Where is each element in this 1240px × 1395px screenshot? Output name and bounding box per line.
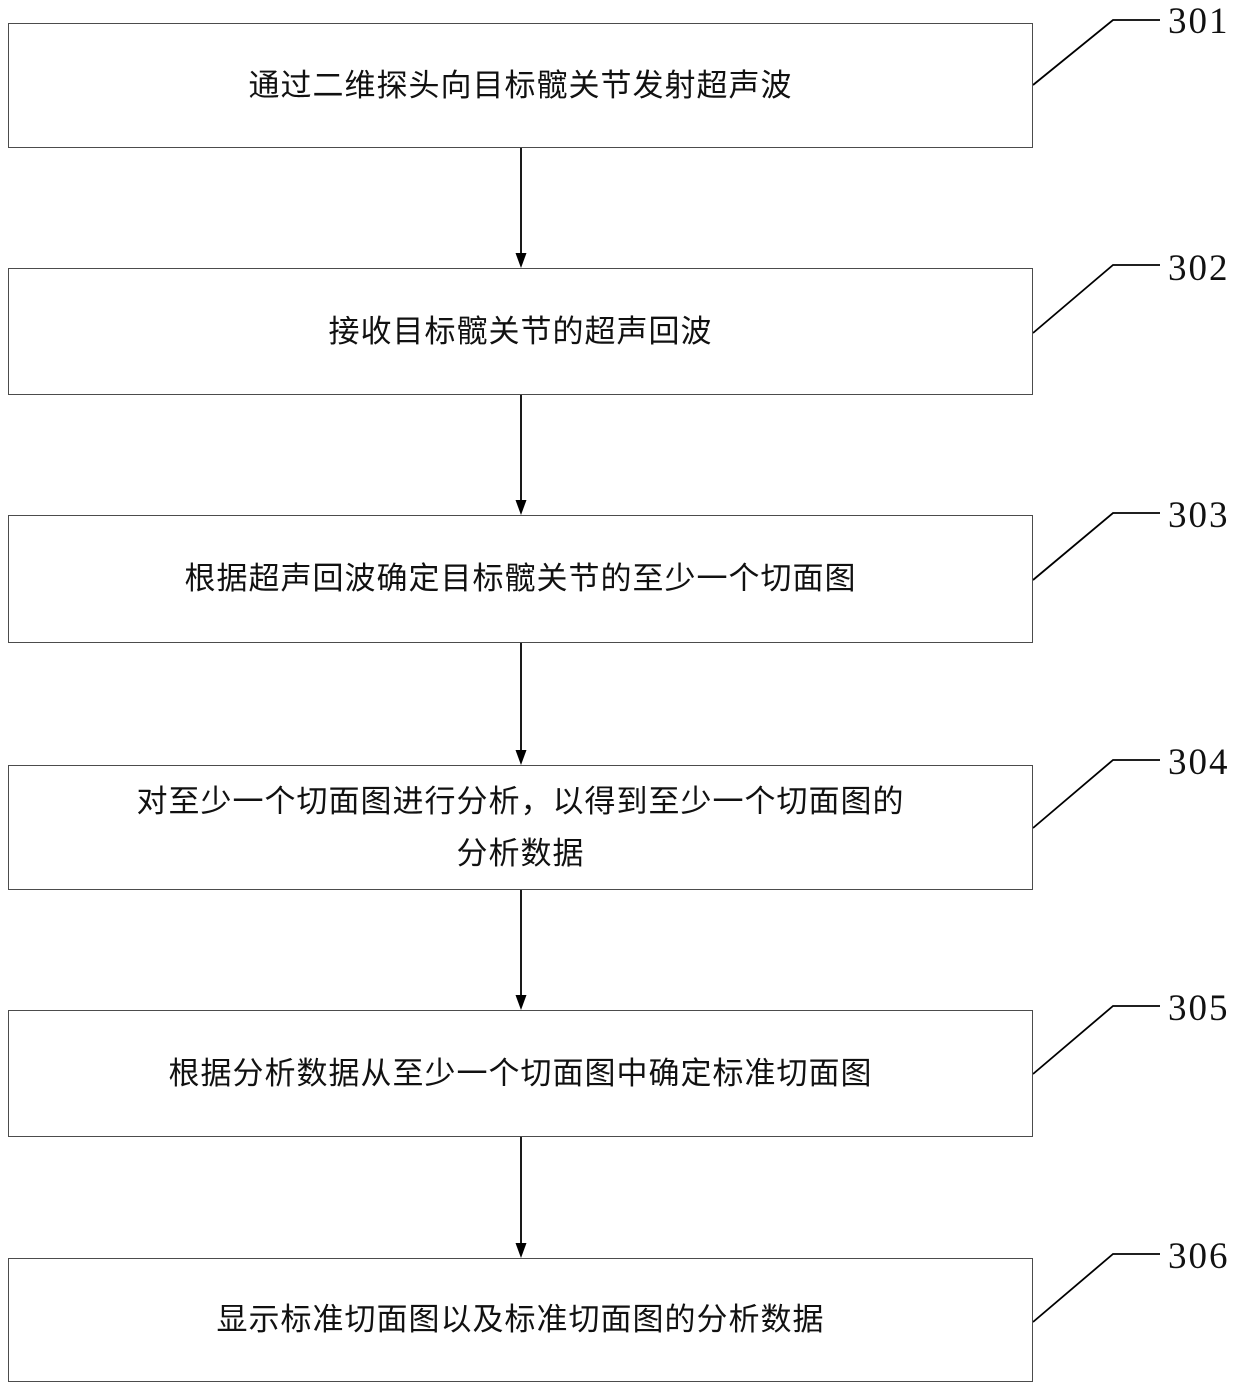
process-box-303: 根据超声回波确定目标髋关节的至少一个切面图 — [8, 515, 1033, 643]
leader-line-306 — [1032, 1253, 1160, 1323]
leader-line-305 — [1032, 1005, 1160, 1075]
process-box-302: 接收目标髋关节的超声回波 — [8, 268, 1033, 395]
leader-line-301 — [1032, 19, 1160, 86]
process-box-303-label: 根据超声回波确定目标髋关节的至少一个切面图 — [184, 561, 857, 596]
reference-number-302: 302 — [1168, 248, 1230, 289]
arrowhead-304-to-305 — [515, 995, 527, 1010]
arrowhead-301-to-302 — [515, 253, 527, 268]
arrowhead-305-to-306 — [515, 1243, 527, 1258]
reference-number-304: 304 — [1168, 742, 1230, 783]
arrowhead-302-to-303 — [515, 500, 527, 515]
reference-leader-lines — [1032, 19, 1160, 1323]
leader-line-302 — [1032, 264, 1160, 334]
process-box-304-label: 对至少一个切面图进行分析，以得到至少一个切面图的 分析数据 — [136, 783, 905, 871]
process-box-306: 显示标准切面图以及标准切面图的分析数据 — [8, 1258, 1033, 1382]
reference-number-305: 305 — [1168, 988, 1230, 1029]
process-box-305: 根据分析数据从至少一个切面图中确定标准切面图 — [8, 1010, 1033, 1137]
leader-line-304 — [1032, 759, 1160, 829]
leader-line-303 — [1032, 512, 1160, 581]
process-box-304: 对至少一个切面图进行分析，以得到至少一个切面图的 分析数据 — [8, 765, 1033, 890]
process-box-301: 通过二维探头向目标髋关节发射超声波 — [8, 23, 1033, 148]
reference-number-306: 306 — [1168, 1236, 1230, 1277]
reference-number-301: 301 — [1168, 1, 1230, 42]
reference-number-303: 303 — [1168, 495, 1230, 536]
process-box-302-label: 接收目标髋关节的超声回波 — [328, 313, 713, 349]
arrowhead-303-to-304 — [515, 750, 527, 765]
process-box-301-label: 通过二维探头向目标髋关节发射超声波 — [248, 67, 793, 103]
process-box-306-label: 显示标准切面图以及标准切面图的分析数据 — [216, 1302, 825, 1337]
process-box-305-label: 根据分析数据从至少一个切面图中确定标准切面图 — [168, 1055, 873, 1091]
